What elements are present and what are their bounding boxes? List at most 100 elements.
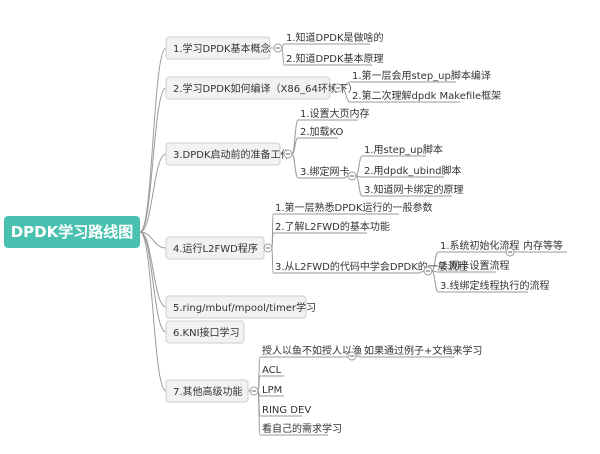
node-b3[interactable]: 3.DPDK启动前的准备工作 [165, 142, 291, 166]
node-b3c3b[interactable]: 2.用dpdk_ubind脚本 [362, 164, 462, 178]
collapse-toggle-icon[interactable] [347, 351, 357, 361]
link-b5 [139, 231, 167, 308]
mind-map-nodes: DPDK学习路线图 1.学习DPDK基本概念 1.知道DPDK是做啥的 2.知道DPD… [4, 31, 567, 436]
node-b7c3[interactable]: LPM [260, 385, 284, 397]
subtopic-label: 2.网卡设置流程 [440, 259, 510, 272]
node-b3c3[interactable]: 3.绑定网卡 [298, 165, 350, 179]
link-b3c3 [291, 153, 299, 179]
node-b4c3b[interactable]: 2.网卡设置流程 [438, 259, 510, 273]
node-b7c4[interactable]: RING DEV [260, 405, 311, 417]
subtopic-label: 3.知道网卡绑定的原理 [364, 183, 464, 196]
node-b3c3c[interactable]: 3.知道网卡绑定的原理 [362, 183, 464, 197]
node-b7c2[interactable]: ACL [260, 365, 284, 377]
node-b4c3a1[interactable]: 内存等等 [521, 239, 567, 253]
link-b4c3a [431, 251, 439, 272]
collapse-toggle-icon[interactable] [423, 266, 433, 276]
topic-label: 3.DPDK启动前的准备工作 [173, 148, 291, 161]
topic-label: 7.其他高级功能 [173, 385, 243, 398]
node-b3c2[interactable]: 2.加载KO [298, 126, 344, 139]
topic-box [165, 36, 271, 60]
link-b3c3a [355, 155, 363, 177]
topic-label: 6.KNI接口学习 [173, 326, 240, 339]
subtopic-label: 内存等等 [523, 239, 563, 252]
topic-box [165, 295, 307, 319]
subtopic-label: 1.系统初始化流程 [440, 239, 520, 252]
node-b4c1[interactable]: 1.第一层熟悉DPDK运行的一般参数 [273, 201, 433, 215]
topic-label: 2.学习DPDK如何编译（X86_64环境下） [173, 82, 358, 95]
link-b3c3c [355, 175, 363, 197]
topic-box [165, 76, 331, 100]
node-b7[interactable]: 7.其他高级功能 [165, 379, 249, 403]
node-b7c5[interactable]: 看自己的需求学习 [260, 422, 342, 436]
link-b2 [139, 87, 167, 233]
link-b3 [139, 153, 167, 233]
node-b2c1[interactable]: 1.第一层会用step_up脚本编译 [350, 69, 491, 83]
node-b4c3c[interactable]: 3.线绑定线程执行的流程 [438, 279, 550, 293]
root-topic[interactable]: DPDK学习路线图 [4, 216, 140, 248]
node-b4c2[interactable]: 2.了解L2FWD的基本功能 [273, 220, 390, 234]
node-b6[interactable]: 6.KNI接口学习 [165, 320, 245, 344]
subtopic-label: LPM [262, 385, 282, 396]
link-b1 [139, 47, 167, 233]
collapse-toggle-icon[interactable] [333, 83, 343, 93]
link-b7 [139, 231, 167, 392]
root-box [4, 216, 140, 248]
node-b4c3[interactable]: 3.从L2FWD的代码中学会DPDK的一般流程 [273, 260, 468, 274]
node-b7c1[interactable]: 授人以鱼不如授人以渔 [260, 344, 362, 358]
node-b2c2[interactable]: 2.第二次理解dpdk Makefile框架 [350, 89, 501, 103]
link-b2c2 [341, 87, 351, 103]
link-b3c1 [291, 119, 299, 155]
link-b1c2 [281, 47, 285, 66]
collapse-toggle-icon[interactable] [249, 386, 259, 396]
node-b4c3a[interactable]: 1.系统初始化流程 [438, 239, 520, 253]
link-b4 [139, 231, 167, 249]
collapse-toggle-icon[interactable] [263, 243, 273, 253]
node-b5[interactable]: 5.ring/mbuf/mpool/timer学习 [165, 295, 316, 319]
toggle-connector [343, 175, 349, 179]
subtopic-label: 授人以鱼不如授人以渔 [262, 344, 362, 357]
node-b3c3a[interactable]: 1.用step_up脚本 [362, 143, 443, 157]
node-b1[interactable]: 1.学习DPDK基本概念 [165, 36, 271, 60]
subtopic-label: 2.了解L2FWD的基本功能 [275, 220, 390, 233]
topic-label: 5.ring/mbuf/mpool/timer学习 [173, 301, 316, 314]
node-b1c2[interactable]: 2.知道DPDK基本原理 [284, 52, 384, 66]
collapse-toggle-icon[interactable] [505, 247, 515, 257]
node-b7c1a[interactable]: 如果通过例子+文档来学习 [362, 344, 482, 358]
topic-box [165, 142, 281, 166]
subtopic-label: 3.绑定网卡 [300, 165, 350, 178]
node-b2[interactable]: 2.学习DPDK如何编译（X86_64环境下） [165, 76, 358, 100]
connector-lines [139, 43, 521, 436]
node-b1c1[interactable]: 1.知道DPDK是做啥的 [284, 31, 384, 45]
subtopic-label: 3.从L2FWD的代码中学会DPDK的一般流程 [275, 260, 468, 273]
subtopic-label: 1.第一层熟悉DPDK运行的一般参数 [275, 201, 433, 214]
subtopic-label: 1.知道DPDK是做啥的 [286, 31, 384, 44]
collapse-toggle-icon[interactable] [347, 171, 357, 181]
topic-box [165, 320, 245, 344]
subtopic-label: 1.第一层会用step_up脚本编译 [352, 69, 491, 82]
subtopic-label: 2.用dpdk_ubind脚本 [364, 164, 462, 177]
subtopic-label: 3.线绑定线程执行的流程 [440, 279, 550, 292]
link-b7c1a [355, 355, 363, 358]
subtopic-label: 2.加载KO [300, 126, 344, 138]
subtopic-label: 1.用step_up脚本 [364, 143, 443, 156]
node-b4[interactable]: 4.运行L2FWD程序 [165, 236, 265, 260]
subtopic-label: ACL [262, 365, 282, 376]
toggle-connector [418, 270, 425, 274]
subtopic-label: 如果通过例子+文档来学习 [364, 344, 482, 357]
link-b4c3 [271, 247, 274, 274]
topic-box [165, 379, 249, 403]
topic-label: 1.学习DPDK基本概念 [173, 42, 271, 55]
collapse-toggle-icon[interactable] [283, 149, 293, 159]
subtopic-label: 1.设置大页内存 [300, 107, 370, 120]
link-b4c3c [431, 270, 439, 293]
subtopic-label: 2.第二次理解dpdk Makefile框架 [352, 89, 501, 102]
collapse-toggle-icon[interactable] [273, 43, 283, 53]
link-b3c2 [291, 137, 299, 155]
node-b3c1[interactable]: 1.设置大页内存 [298, 107, 370, 121]
subtopic-label: 2.知道DPDK基本原理 [286, 52, 384, 65]
topic-label: 4.运行L2FWD程序 [173, 242, 258, 255]
root-label: DPDK学习路线图 [11, 223, 134, 241]
subtopic-label: RING DEV [262, 405, 311, 416]
link-b6 [139, 231, 167, 333]
